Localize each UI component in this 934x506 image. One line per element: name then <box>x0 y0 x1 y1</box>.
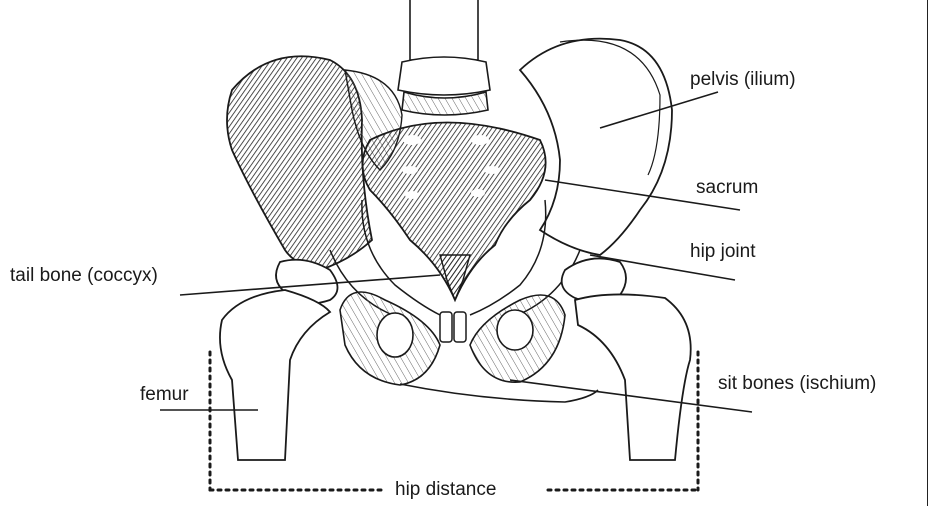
label-sit-bones: sit bones (ischium) <box>718 374 876 393</box>
sit-bones-leader-line-left <box>400 384 598 402</box>
label-tailbone: tail bone (coccyx) <box>10 266 158 285</box>
sacrum-bone <box>363 123 546 301</box>
label-sacrum: sacrum <box>696 178 758 197</box>
right-edge-rule <box>927 0 928 506</box>
pubic-symphysis <box>440 312 466 342</box>
label-hip-joint: hip joint <box>690 242 756 261</box>
lumbar-vertebra <box>398 0 490 115</box>
right-femur <box>562 258 691 460</box>
label-hip-distance: hip distance <box>395 480 496 499</box>
label-pelvis: pelvis (ilium) <box>690 70 796 89</box>
label-femur: femur <box>140 385 189 404</box>
